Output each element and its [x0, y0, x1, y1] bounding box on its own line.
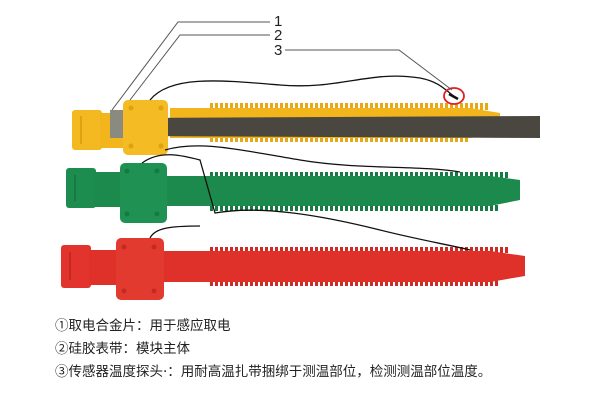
caption-silicone-strap: ②硅胶表带：模块主体: [55, 341, 190, 357]
module-box-red: [116, 238, 164, 300]
alloy-strip: [130, 116, 540, 138]
red-strap: [61, 238, 525, 300]
sensor-wires: [141, 75, 471, 251]
callout-number-1: 1: [274, 13, 283, 30]
caption-alloy-strip: ①取电合金片：用于感应取电: [55, 318, 231, 334]
probe-marker: [443, 87, 465, 105]
product-photo: [61, 21, 540, 300]
module-box-yellow: [123, 100, 168, 155]
yellow-strap: [72, 100, 540, 155]
caption-temperature-probe: ③传感器温度探头·：用耐高温扎带捆绑于测温部位，检测测温部位温度。: [55, 364, 492, 380]
alloy-contact-1: [110, 110, 124, 138]
caption-list: ①取电合金片：用于感应取电 ②硅胶表带：模块主体 ③传感器温度探头·：用耐高温扎…: [55, 315, 491, 384]
green-strap: [66, 163, 520, 223]
callout-number-2: 2: [274, 27, 283, 44]
callout-leader-lines: [111, 21, 453, 111]
callout-number-3: 3: [274, 42, 283, 59]
module-box-green: [120, 163, 167, 223]
